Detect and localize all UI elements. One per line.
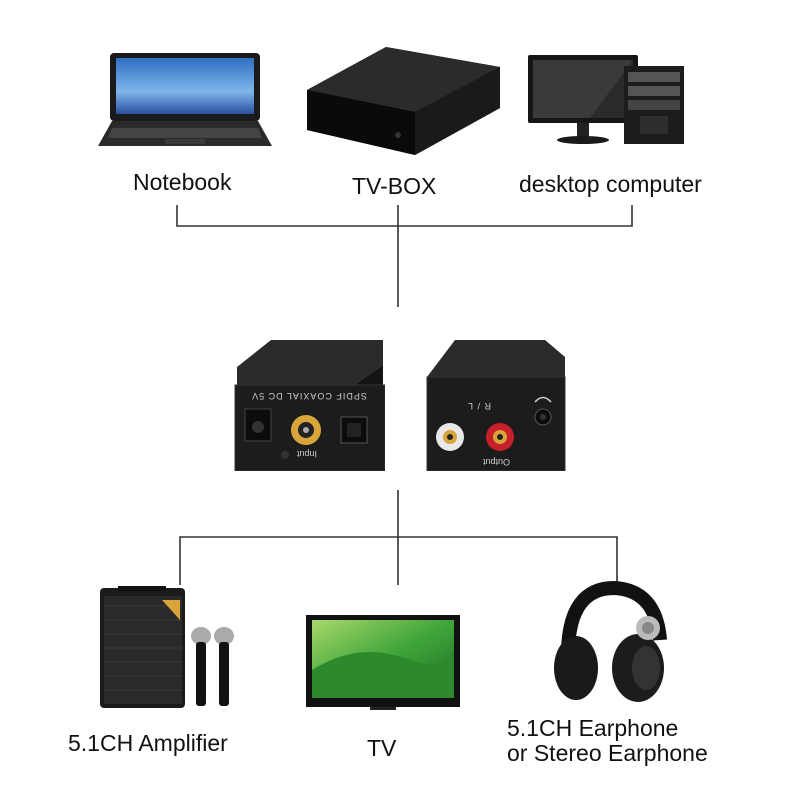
earphone-label-line2: or Stereo Earphone — [507, 740, 708, 766]
tv-box-label: TV-BOX — [352, 173, 437, 199]
amplifier-label: 5.1CH Amplifier — [68, 730, 228, 756]
top-bracket-line — [176, 205, 633, 227]
notebook-label: Notebook — [133, 169, 232, 195]
converter-input-side: SPDIF COAXIAL DC 5V Input — [233, 337, 385, 471]
tv-label: TV — [367, 735, 397, 761]
desktop-computer-label: desktop computer — [519, 171, 702, 197]
earphone-label-line1: 5.1CH Earphone — [507, 715, 679, 741]
converter-output-side: R / L Output — [425, 337, 567, 471]
bottom-bracket-line — [179, 536, 618, 585]
